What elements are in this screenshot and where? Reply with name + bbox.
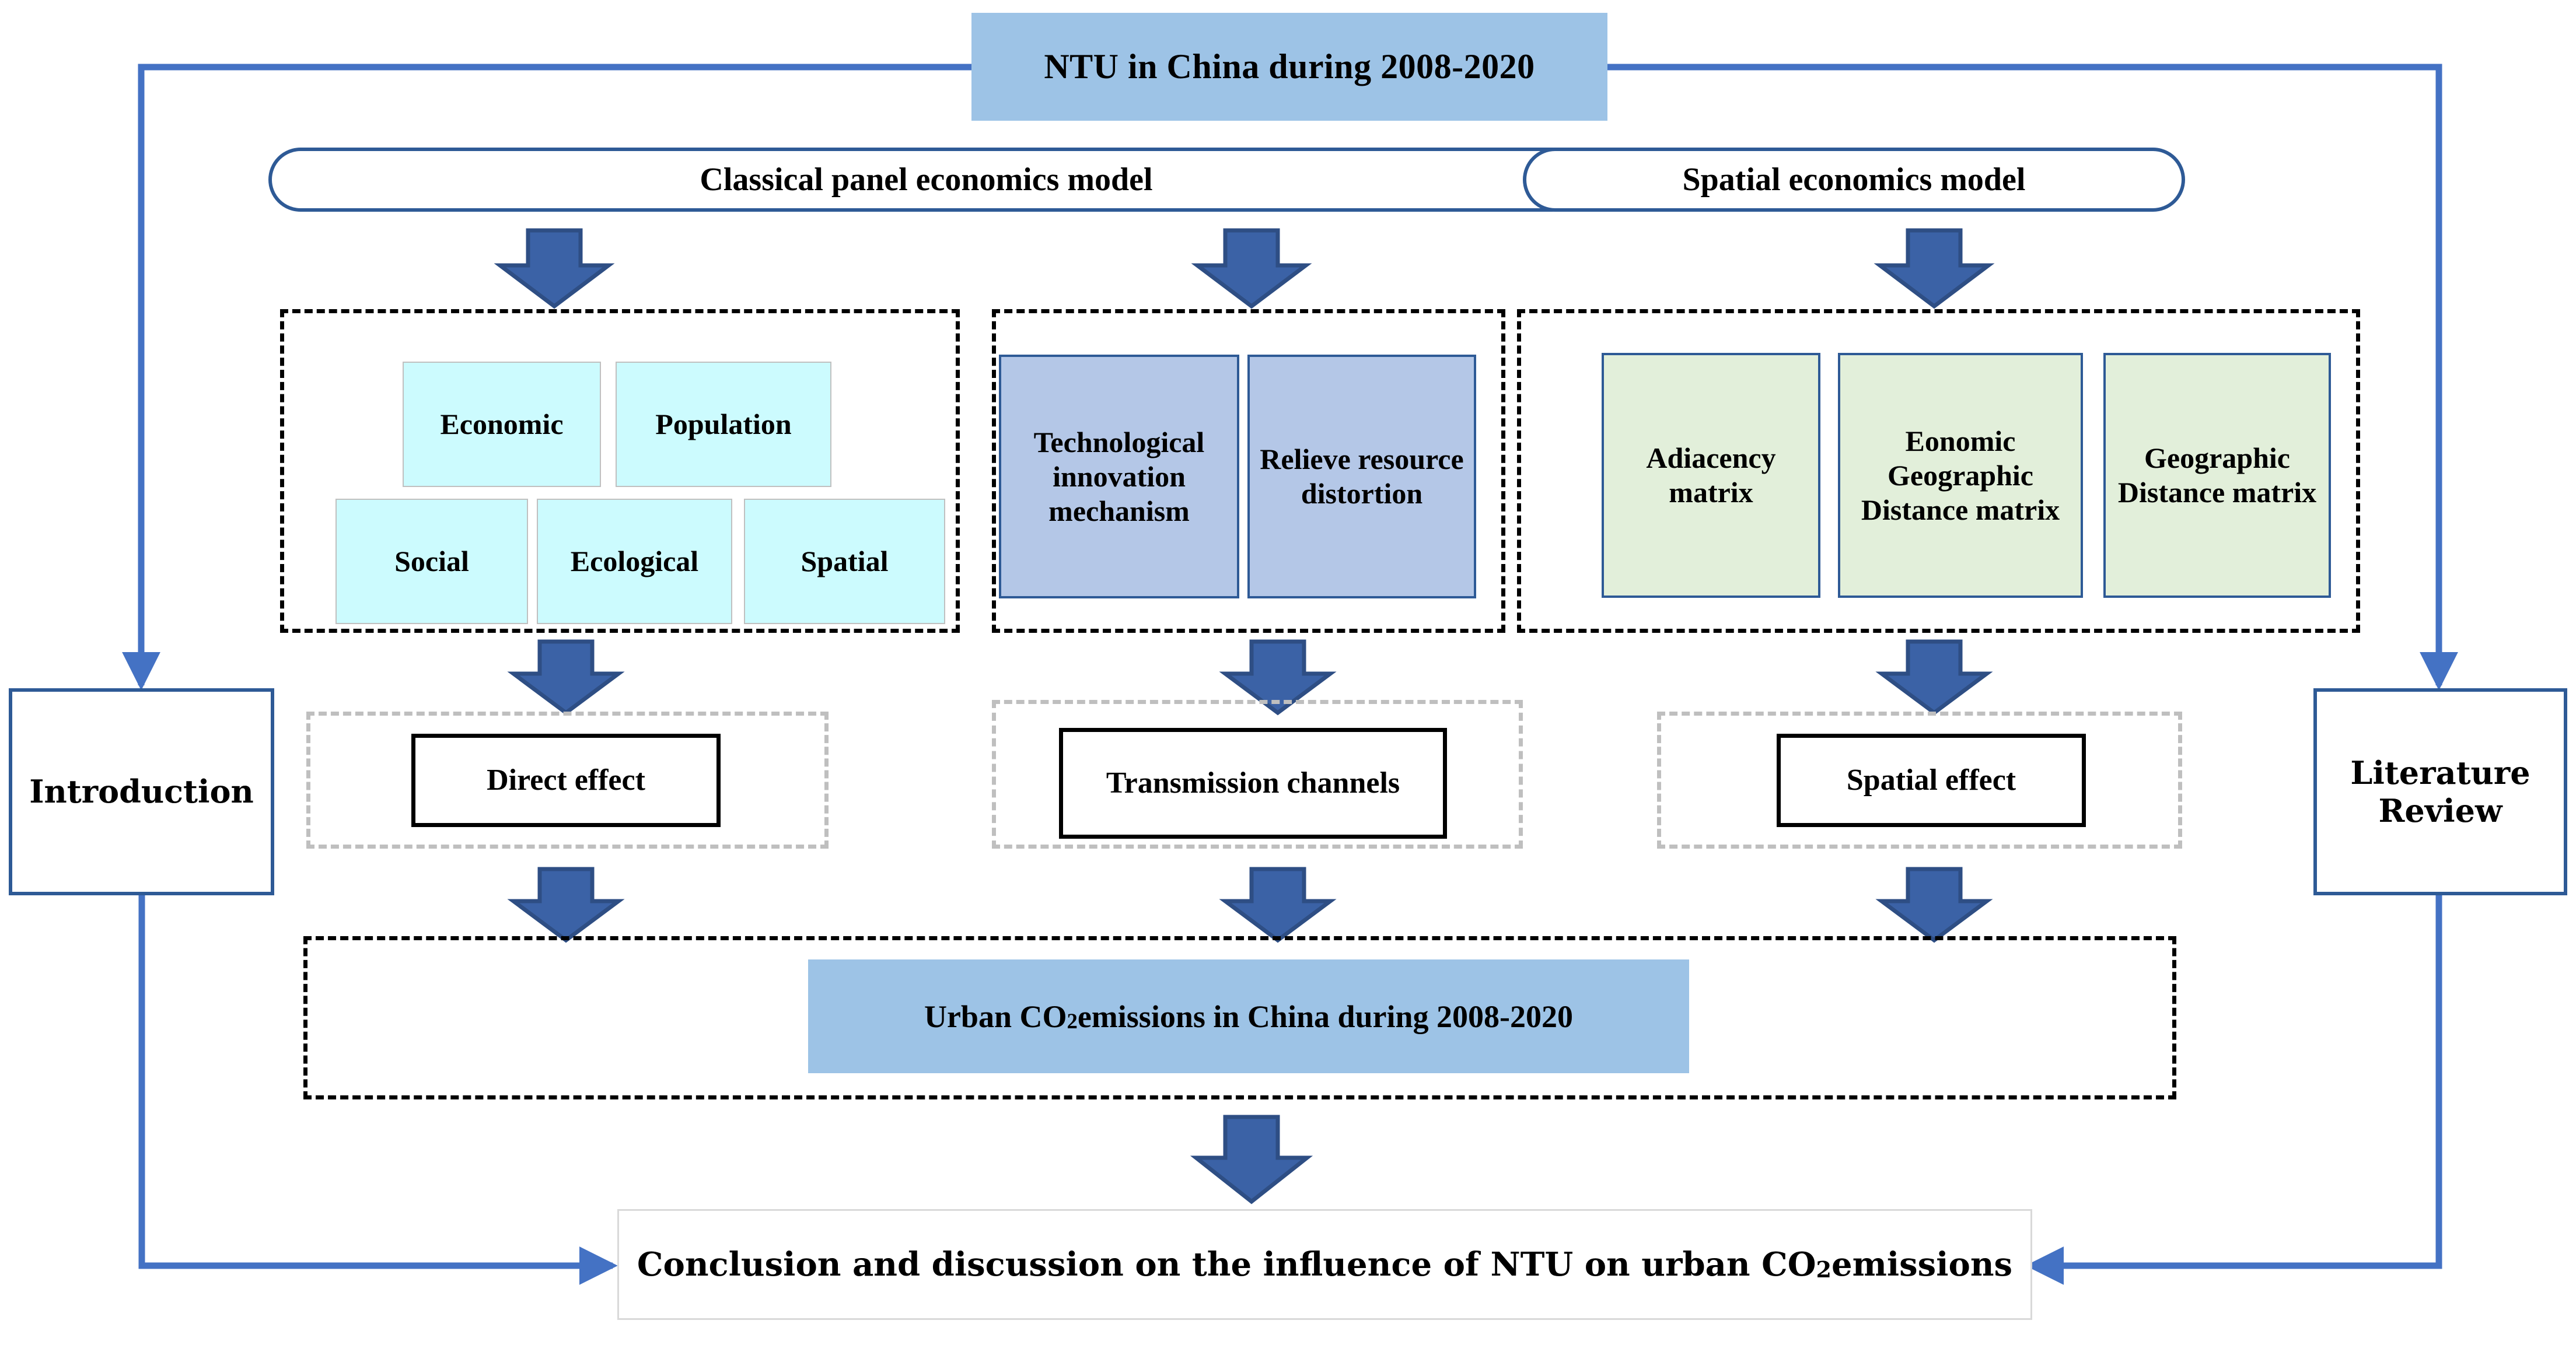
model-pill-spatial[interactable]: Spatial economics model [1523,148,2185,212]
conclusion-suffix: emissions [1831,1245,2013,1284]
chip-spatial[interactable]: Spatial [744,499,945,624]
block-arrow-dimensions-to-direct-effect [507,639,625,716]
block-arrow-transmission-to-outcome [1219,867,1337,943]
block-arrow-spatial-to-matrices [1874,228,1995,309]
transmission-channels-container [992,700,1523,849]
model-pill-classical[interactable]: Classical panel economics model [268,148,1584,212]
chip-social[interactable]: Social [335,499,528,624]
title-box: NTU in China during 2008-2020 [971,13,1607,121]
conclusion-subscript: 2 [1816,1256,1832,1283]
chip-ecological[interactable]: Ecological [537,499,732,624]
conclusion-prefix: Conclusion and discussion on the influen… [637,1245,1816,1284]
block-arrow-direct-effect-to-outcome [507,867,625,943]
block-arrow-matrices-to-spatial-effect [1875,639,1993,716]
block-arrow-spatial-effect-to-outcome [1875,867,1993,943]
outcome-suffix: emissions in China during 2008-2020 [1077,999,1574,1034]
chip-relieve-resource-distortion[interactable]: Relieve resource distortion [1247,355,1476,598]
effect-box-spatial[interactable]: Spatial effect [1777,734,2086,827]
chip-technological-innovation-mechanism[interactable]: Technological innovation mechanism [999,355,1239,598]
effect-box-transmission[interactable]: Transmission channels [1059,728,1447,839]
outcome-group [303,936,2176,1099]
block-arrow-classical-to-dimensions [494,228,615,309]
matrices-group [1517,309,2360,633]
effect-box-direct[interactable]: Direct effect [411,734,721,827]
direct-effect-container [306,712,829,849]
outcome-subscript: 2 [1067,1009,1078,1034]
side-box-introduction[interactable]: Introduction [9,688,274,895]
mechanisms-group [992,309,1505,633]
block-arrow-outcome-to-conclusion [1190,1115,1313,1204]
chip-economic[interactable]: Economic [403,362,601,487]
side-box-literature-review[interactable]: Literature Review [2313,688,2567,895]
chip-geographic-distance-matrix[interactable]: Geographic Distance matrix [2103,353,2331,598]
outcome-prefix: Urban CO [924,999,1067,1034]
dimensions-group [280,309,960,633]
chip-population[interactable]: Population [616,362,831,487]
spatial-effect-container [1657,712,2182,849]
block-arrow-classical-to-mechanisms [1191,228,1312,309]
chip-economic-geographic-distance-matrix[interactable]: Eonomic Geographic Distance matrix [1838,353,2083,598]
chip-adjacency-matrix[interactable]: Adiacency matrix [1602,353,1820,598]
conclusion-box[interactable]: Conclusion and discussion on the influen… [617,1209,2032,1320]
